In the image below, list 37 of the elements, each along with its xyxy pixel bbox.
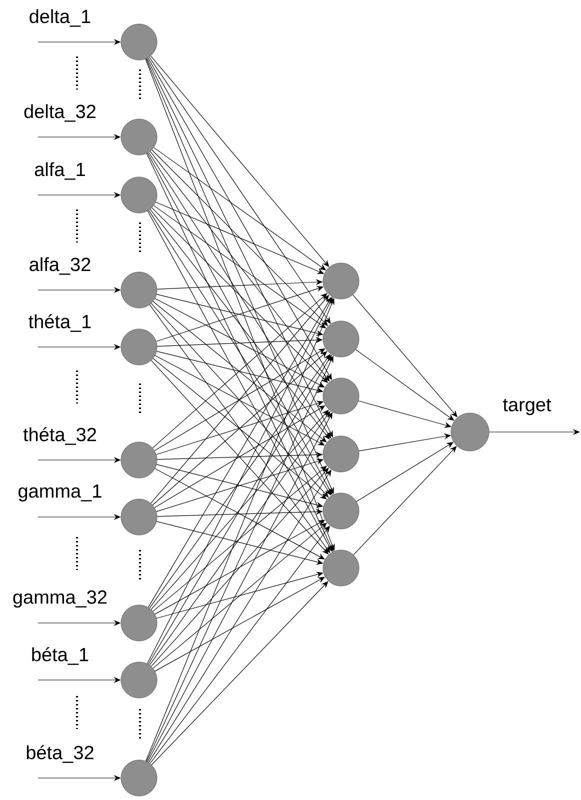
edge-label: delta_1 [28, 8, 92, 28]
arrow [150, 468, 329, 667]
neuron-circle [120, 176, 158, 214]
neuron-circle [120, 604, 158, 642]
edge-label: théta_32 [22, 426, 98, 446]
edge-label: target [502, 398, 552, 416]
neuron-circle [120, 760, 158, 796]
edge-label: alfa_1 [33, 161, 87, 181]
edge-label: delta_32 [22, 103, 98, 123]
arrow [355, 349, 454, 421]
edge-label: alfa_32 [28, 256, 92, 276]
neuron-circle [322, 262, 360, 300]
arrow [148, 56, 331, 324]
neuron-circle [120, 442, 158, 478]
neuron-circle [120, 662, 158, 698]
arrow [151, 581, 328, 766]
arrow [154, 468, 325, 560]
neuron-circle [322, 320, 360, 358]
neuron-circle [120, 118, 158, 156]
neuron-circle [450, 412, 490, 452]
arrow [154, 405, 326, 508]
neuron-circle [322, 492, 360, 530]
neuron-circle [322, 550, 360, 586]
edge-label: béta_32 [24, 744, 96, 764]
arrow [147, 210, 332, 552]
neuron-circle [120, 328, 158, 366]
edge-label: gamma_1 [16, 484, 104, 503]
edge-label: gamma_32 [11, 589, 109, 609]
edge-label: béta_1 [30, 646, 90, 666]
neuron-circle [120, 24, 158, 60]
arrow [147, 152, 332, 495]
arrow [150, 410, 329, 610]
neuron-circle [322, 378, 360, 414]
neuron-circle [120, 272, 158, 308]
neuron-circle [322, 436, 360, 472]
neuron-circle [120, 498, 158, 536]
edge-label: théta_1 [27, 313, 93, 333]
